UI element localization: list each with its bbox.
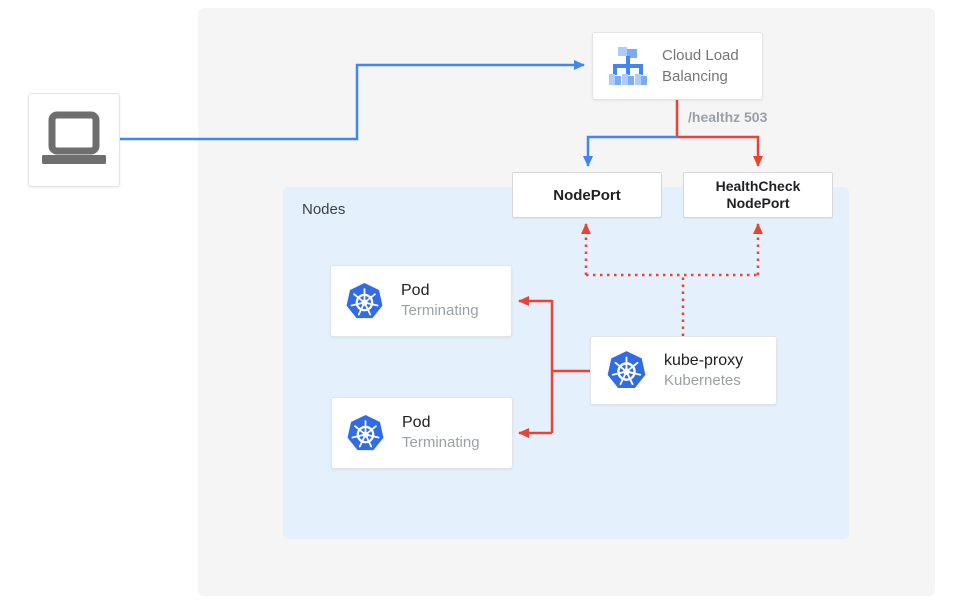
- healthz-edge-label: /healthz 503: [688, 109, 768, 125]
- cloud-load-balancing-node: Cloud Load Balancing: [592, 32, 763, 100]
- cloud-load-balancing-icon: [609, 47, 647, 85]
- nodeport-node: NodePort: [512, 172, 662, 218]
- pod-1-node: Pod Terminating: [330, 265, 512, 337]
- client-node: [28, 93, 120, 187]
- healthcheck-nodeport-node: HealthCheck NodePort: [683, 172, 833, 218]
- healthcheck-nodeport-label: HealthCheck NodePort: [715, 178, 801, 211]
- kube-proxy-node: kube-proxy Kubernetes: [590, 336, 777, 405]
- pod-1-title: Pod: [401, 282, 430, 299]
- pod-1-status: Terminating: [401, 302, 479, 319]
- kube-proxy-title: kube-proxy: [664, 351, 744, 369]
- cloud-load-balancing-label: Cloud Load Balancing: [662, 47, 739, 85]
- nodes-container-label: Nodes: [302, 201, 346, 218]
- kubernetes-icon: [346, 282, 383, 318]
- pod-2-node: Pod Terminating: [331, 397, 513, 469]
- kubernetes-icon: [347, 414, 384, 450]
- laptop-icon: [42, 111, 106, 164]
- pod-2-status: Terminating: [402, 434, 480, 451]
- kubernetes-icon: [607, 351, 646, 388]
- kube-proxy-subtitle: Kubernetes: [664, 371, 741, 389]
- nodeport-label: NodePort: [553, 186, 621, 204]
- pod-2-title: Pod: [402, 414, 431, 431]
